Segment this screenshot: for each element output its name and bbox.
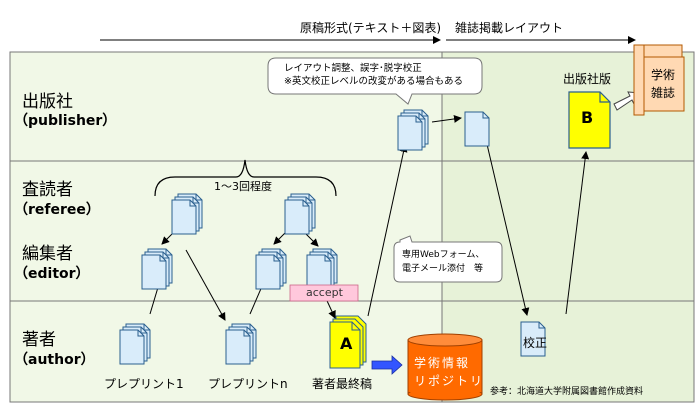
- arrow-pubstack-to-layout: [431, 114, 462, 123]
- doc-a: [329, 315, 367, 369]
- lane-author-en: （author）: [14, 352, 95, 368]
- doc-layout: [464, 111, 490, 147]
- repo-label-line1: 学術情報: [414, 356, 471, 370]
- doc-stack-referee-1: [172, 194, 202, 234]
- callout-layout-line2: ※英文校正レベルの改変がある場合もある: [284, 76, 463, 87]
- doc-b: [568, 91, 611, 149]
- arrow-proof-to-b: [565, 151, 590, 315]
- callout-layout-line1: レイアウト調整、誤字･脱字校正: [284, 63, 422, 74]
- preprint-n-label: プレプリントn: [208, 377, 288, 391]
- arrow-final-to-repo: [371, 355, 403, 375]
- accept-label: accept: [306, 286, 343, 299]
- doc-a-label: A: [340, 334, 353, 353]
- lane-publisher-en: （publisher）: [14, 113, 117, 129]
- lane-referee-en: （referee）: [14, 202, 100, 218]
- lane-editor-ja: 編集者: [22, 244, 73, 264]
- arrow-ed1-to-pn: [185, 249, 226, 321]
- callout-web-line1: 専用Webフォーム、: [402, 250, 485, 260]
- journal-book: [633, 44, 685, 116]
- doc-stack-editor-3: [307, 249, 337, 289]
- repository-cylinder: [407, 333, 483, 401]
- callout-web-line2: 電子メール添付 等: [402, 264, 484, 274]
- doc-stack-preprint-n: [226, 324, 256, 364]
- lane-editor-en: （editor）: [14, 266, 90, 282]
- callout-web: [393, 235, 503, 283]
- lane-author-ja: 著者: [22, 330, 56, 350]
- final-draft-label: 著者最終稿: [312, 377, 373, 391]
- preprint-1-label: プレプリント1: [104, 377, 184, 391]
- arrow-final-to-pub: [367, 144, 408, 317]
- journal-label-line1: 学術: [651, 68, 676, 82]
- callout-layout: [267, 57, 483, 105]
- doc-stack-publisher: [398, 110, 428, 150]
- journal-label-line2: 雑誌: [651, 86, 676, 100]
- publisher-version-label: 出版社版: [563, 72, 612, 86]
- review-rounds-label: 1〜3回程度: [214, 180, 272, 193]
- doc-stack-editor-2: [256, 249, 286, 289]
- lane-referee-ja: 査読者: [22, 180, 73, 200]
- repo-label-line2: リポジトリ: [414, 374, 485, 388]
- doc-stack-preprint-1: [120, 324, 150, 364]
- source-note: 参考：北海道大学附属図書館作成資料: [490, 387, 644, 397]
- accept-box: [289, 284, 359, 302]
- doc-b-label: B: [581, 108, 594, 127]
- journal-layout-label: 雑誌掲載レイアウト: [455, 21, 564, 35]
- proof-label: 校正: [523, 336, 548, 350]
- review-brace: [154, 159, 337, 197]
- lane-publisher-ja: 出版社: [22, 92, 73, 112]
- doc-stack-editor-1: [142, 249, 172, 289]
- manuscript-format-label: 原稿形式(テキスト＋図表): [300, 21, 442, 35]
- doc-stack-referee-2: [285, 194, 315, 234]
- arrow-layout-to-proof: [485, 139, 530, 316]
